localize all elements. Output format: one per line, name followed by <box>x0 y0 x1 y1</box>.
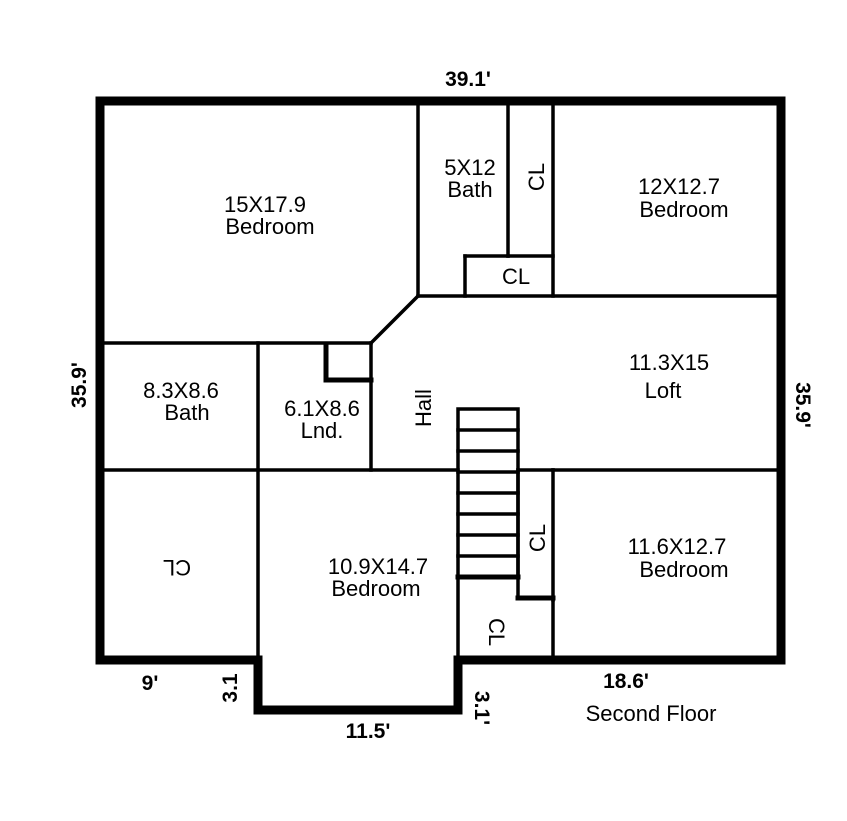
dimension-bottom-left: 9' <box>142 672 159 695</box>
closet-stair-side: CL <box>525 524 550 552</box>
dimension-right: 35.9' <box>791 382 814 428</box>
loft-name: Loft <box>645 378 682 403</box>
bedroom-se-name: Bedroom <box>639 557 728 582</box>
bath-west-size: 8.3X8.6 <box>143 378 219 403</box>
bedroom-center-size: 10.9X14.7 <box>328 554 428 579</box>
staircase <box>455 407 521 580</box>
bedroom-center-name: Bedroom <box>331 576 420 601</box>
bedroom-nw-size: 15X17.9 <box>224 192 306 217</box>
closet-upper-vertical: CL <box>524 163 549 191</box>
dimension-bump-bottom: 11.5' <box>346 720 391 743</box>
floor-caption: Second Floor <box>586 701 717 726</box>
dimension-bump-left: 3.1 <box>219 673 242 703</box>
closet-southwest: CL <box>163 555 191 580</box>
dimension-top: 39.1' <box>445 68 491 91</box>
closet-lower: CL <box>484 618 509 646</box>
hall-label: Hall <box>411 389 436 427</box>
bedroom-ne-size: 12X12.7 <box>638 174 720 199</box>
exterior-wall <box>95 96 786 715</box>
laundry-size: 6.1X8.6 <box>284 396 360 421</box>
bath-upper-size: 5X12 <box>444 155 495 180</box>
dimension-bottom-right: 18.6' <box>603 670 649 693</box>
interior-walls <box>102 102 780 662</box>
bedroom-ne-name: Bedroom <box>639 197 728 222</box>
bath-upper-name: Bath <box>447 177 492 202</box>
closet-upper-horizontal: CL <box>502 264 530 289</box>
dimension-bump-right: 3.1' <box>470 691 493 725</box>
loft-size: 11.3X15 <box>629 350 709 375</box>
bedroom-se-size: 11.6X12.7 <box>628 534 727 559</box>
laundry-name: Lnd. <box>301 418 344 443</box>
bedroom-nw-name: Bedroom <box>225 214 314 239</box>
dimension-left: 35.9' <box>68 362 91 408</box>
bath-west-name: Bath <box>164 400 209 425</box>
